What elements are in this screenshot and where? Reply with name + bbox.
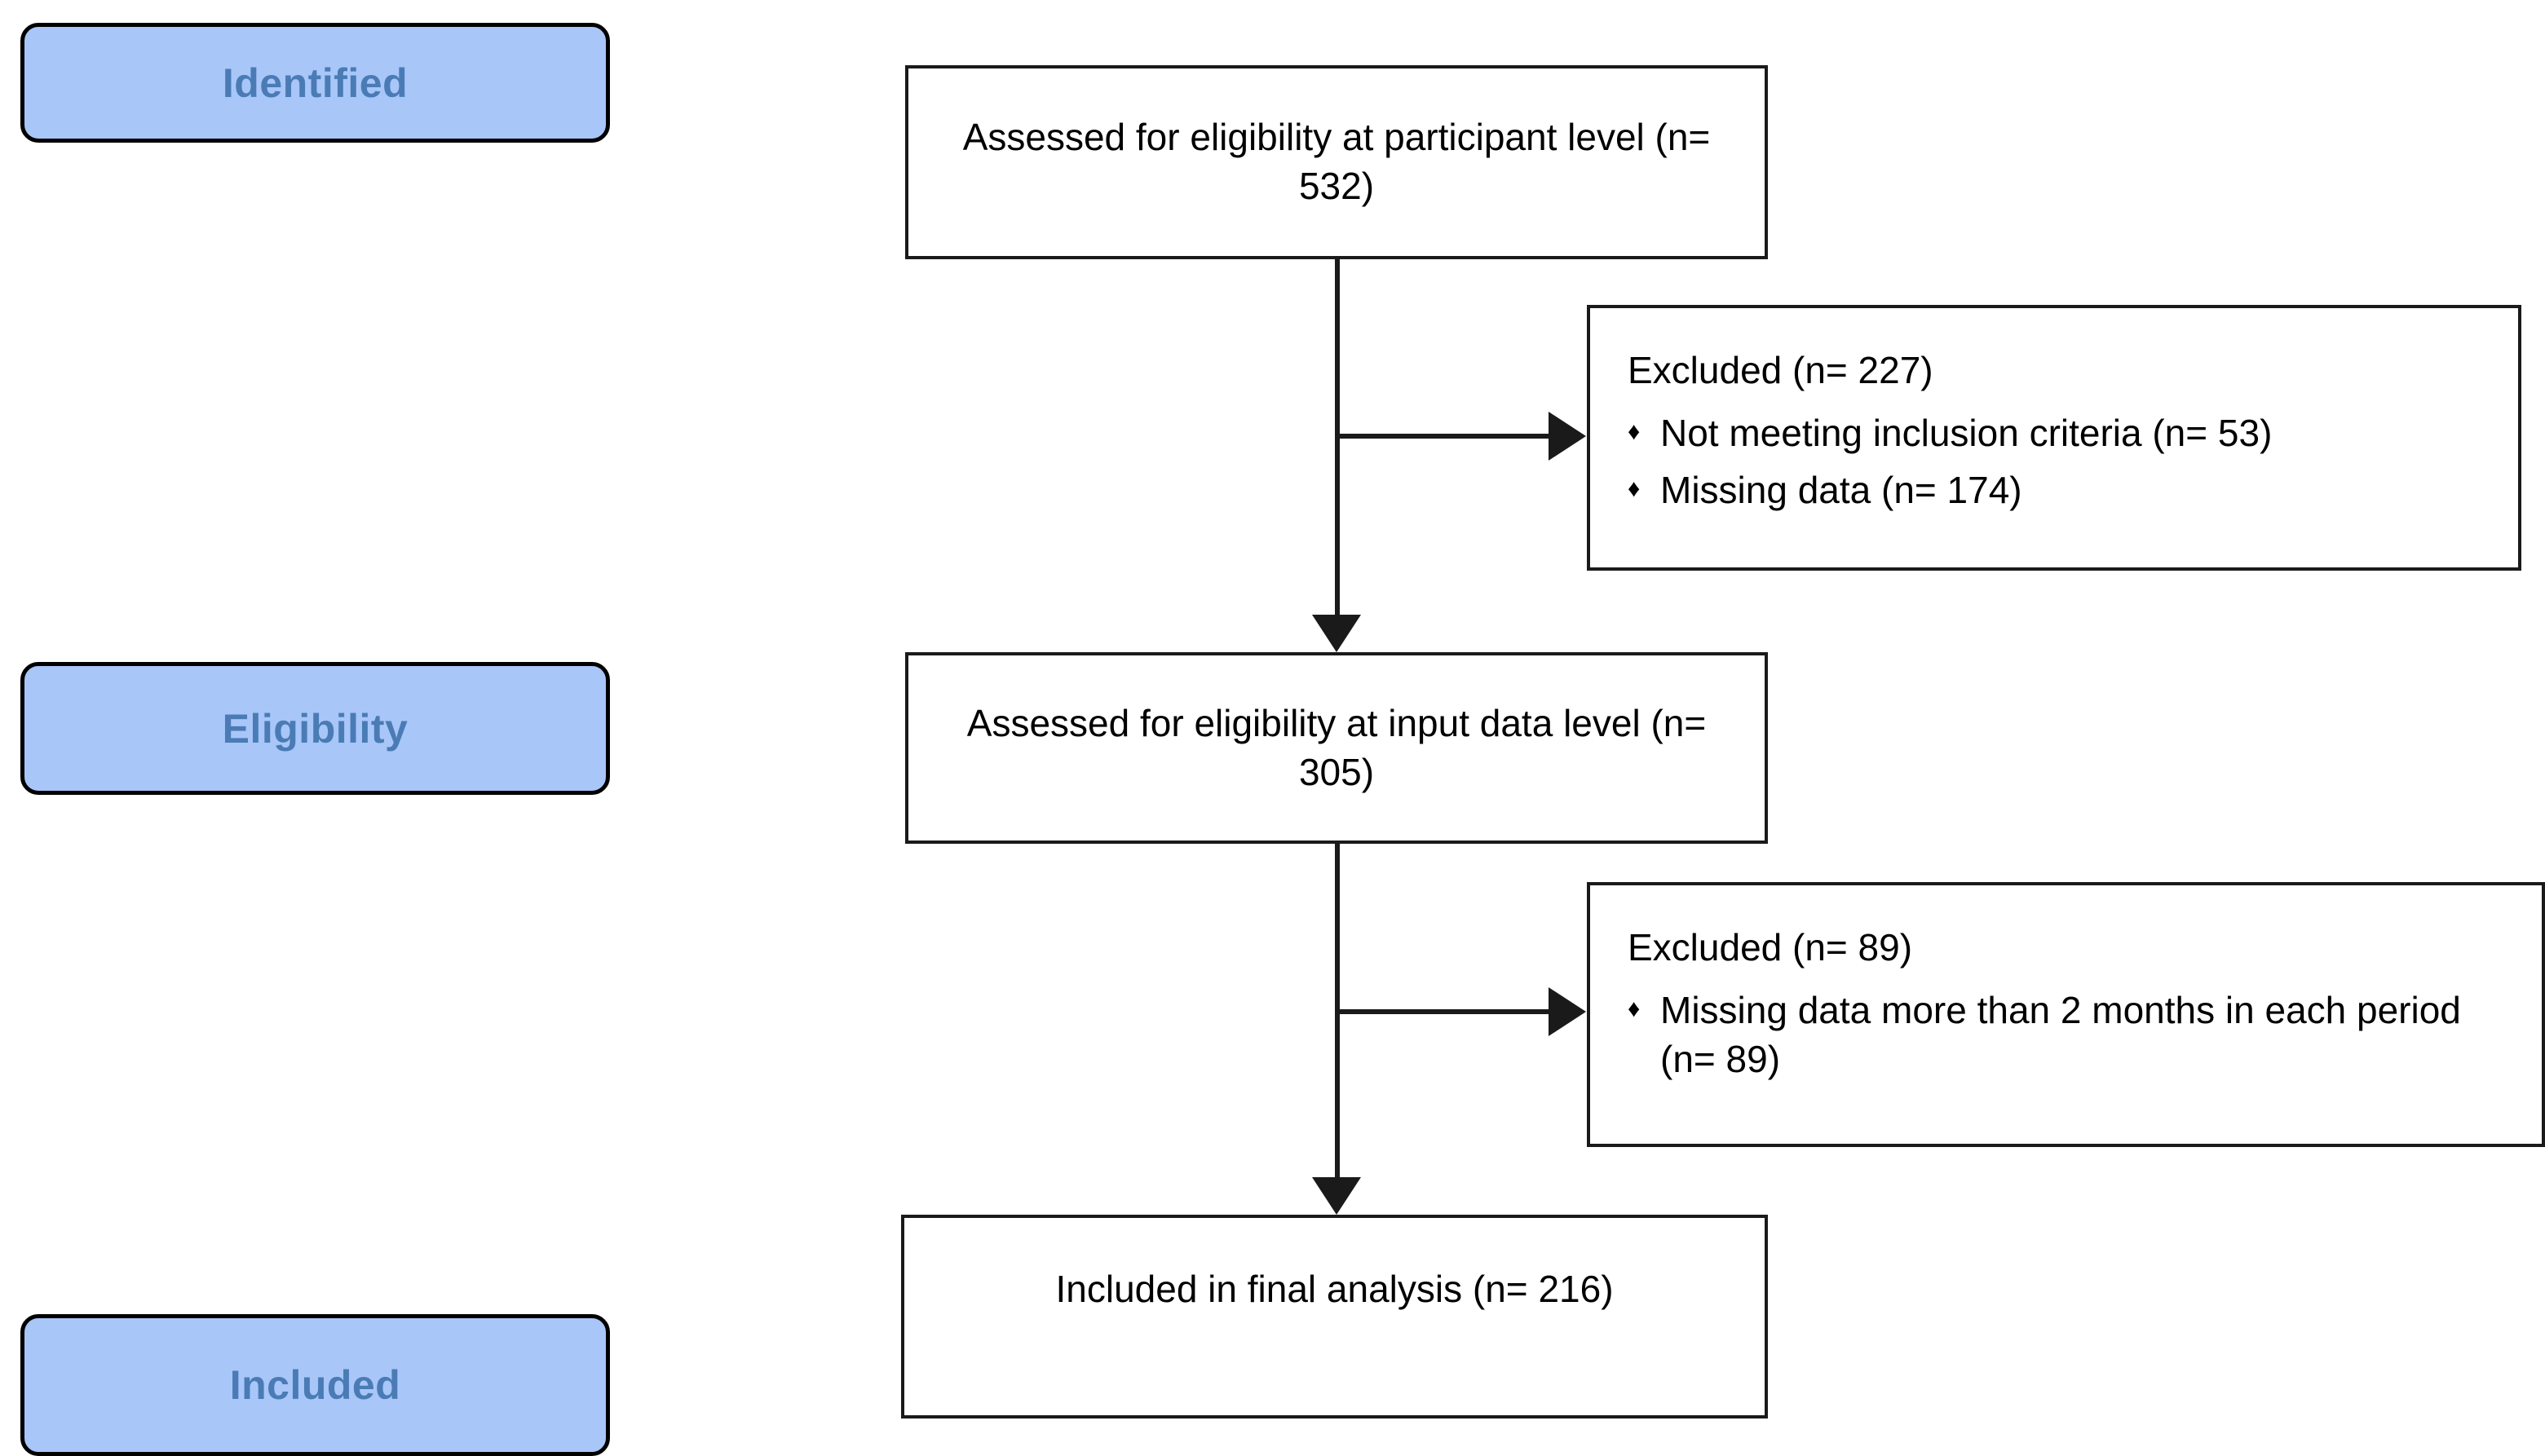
excluded-reason-list: ♦ Not meeting inclusion criteria (n= 53)… [1628, 408, 2497, 515]
excluded-box-input-data-level: Excluded (n= 89) ♦ Missing data more tha… [1587, 882, 2545, 1147]
stage-label-included-text: Included [229, 1362, 401, 1408]
diamond-bullet-icon: ♦ [1628, 417, 1641, 445]
excluded-box-participant-level-title: Excluded (n= 227) [1628, 349, 1933, 391]
excluded-box-participant-level: Excluded (n= 227) ♦ Not meeting inclusio… [1587, 305, 2521, 571]
excluded-reason-item: ♦ Missing data more than 2 months in eac… [1628, 986, 2521, 1084]
stage-label-identified-text: Identified [222, 60, 409, 106]
excluded-reason-text: Missing data more than 2 months in each … [1660, 988, 2461, 1081]
excluded-reason-text: Missing data (n= 174) [1660, 469, 2022, 512]
connector-line-to-excluded-participant [1335, 434, 1549, 439]
flow-box-assessed-input-data-level-text: Assessed for eligibility at input data l… [966, 701, 1707, 793]
excluded-box-input-data-level-title: Excluded (n= 89) [1628, 926, 1913, 968]
excluded-reason-item: ♦ Not meeting inclusion criteria (n= 53) [1628, 408, 2497, 458]
diamond-bullet-icon: ♦ [1628, 475, 1641, 503]
arrow-right-icon [1549, 987, 1586, 1036]
stage-label-included: Included [20, 1314, 610, 1456]
flow-box-assessed-participant-level: Assessed for eligibility at participant … [905, 65, 1768, 259]
excluded-reason-text: Not meeting inclusion criteria (n= 53) [1660, 411, 2273, 454]
diamond-bullet-icon: ♦ [1628, 995, 1641, 1022]
connector-line-to-excluded-input-data [1335, 1009, 1549, 1014]
stage-label-eligibility-text: Eligibility [222, 705, 409, 752]
stage-label-identified: Identified [20, 23, 610, 143]
flow-box-assessed-input-data-level: Assessed for eligibility at input data l… [905, 652, 1768, 844]
flow-box-included-final-analysis: Included in final analysis (n= 216) [901, 1215, 1768, 1418]
stage-label-eligibility: Eligibility [20, 662, 610, 795]
arrow-down-icon [1312, 1177, 1361, 1215]
arrow-right-icon [1549, 412, 1586, 461]
flow-box-included-final-analysis-text: Included in final analysis (n= 216) [1055, 1268, 1614, 1310]
arrow-down-icon [1312, 615, 1361, 652]
excluded-reason-item: ♦ Missing data (n= 174) [1628, 465, 2497, 515]
excluded-reason-list: ♦ Missing data more than 2 months in eac… [1628, 986, 2521, 1084]
flow-box-assessed-participant-level-text: Assessed for eligibility at participant … [962, 116, 1711, 207]
